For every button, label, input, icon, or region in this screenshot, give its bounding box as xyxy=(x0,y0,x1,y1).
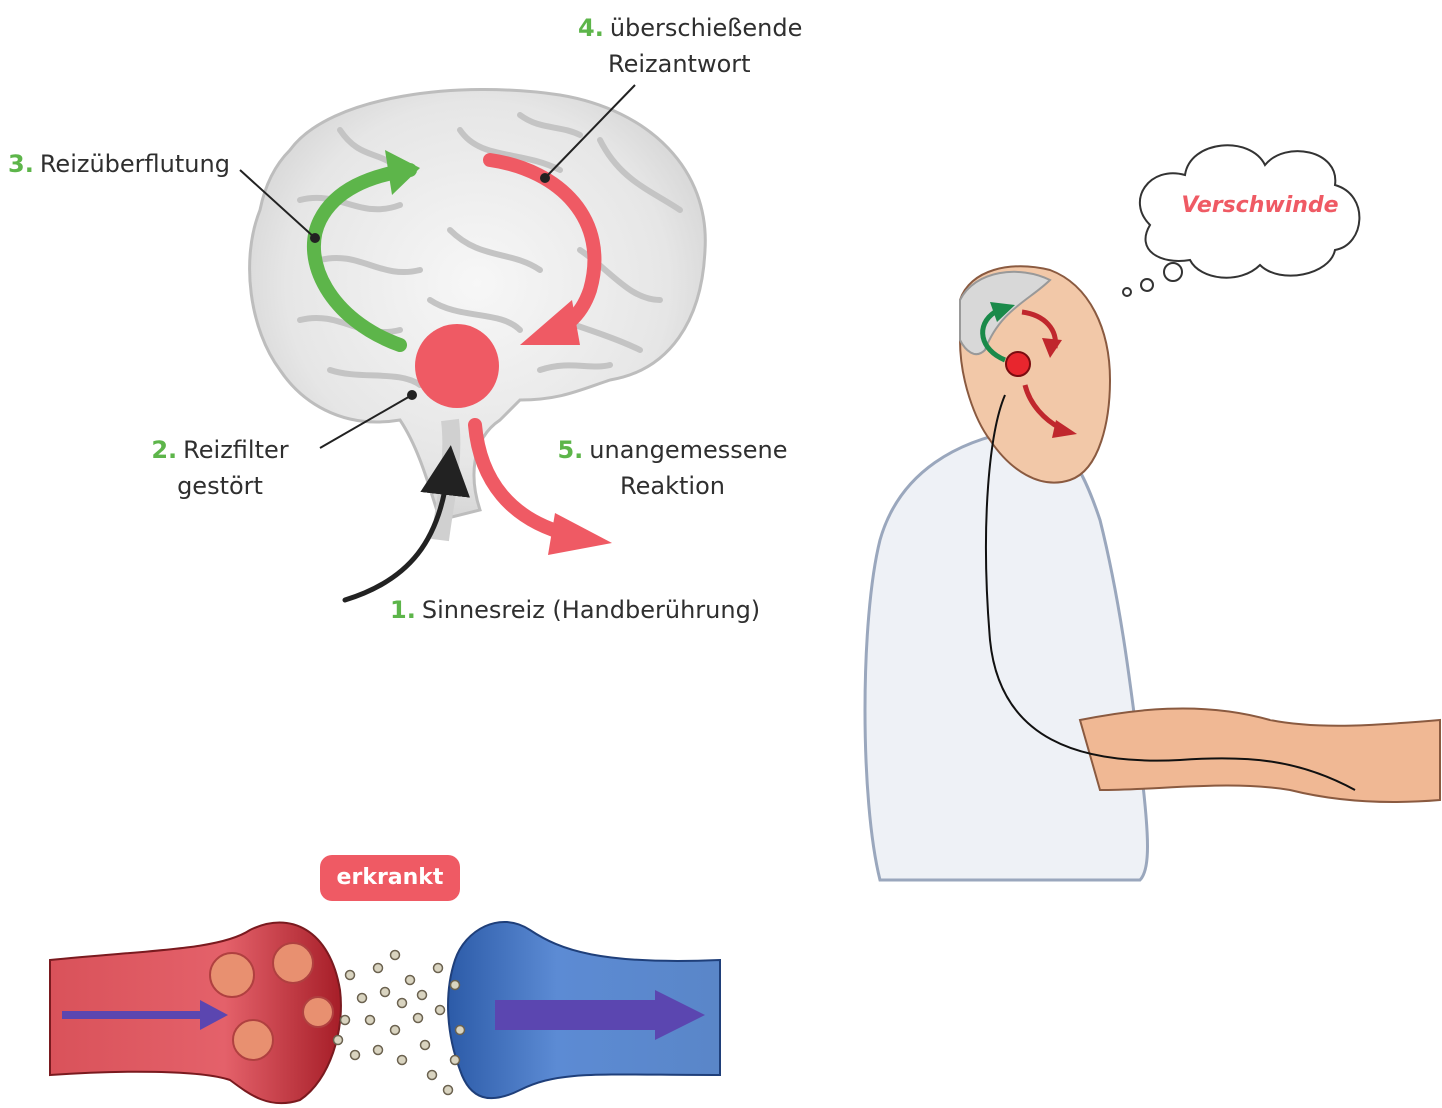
step-2-line1: Reizfilter xyxy=(183,436,288,464)
head-filter-circle xyxy=(1006,352,1030,376)
label-step-2: 2.Reizfilter gestört xyxy=(140,432,300,504)
label-step-3: 3.Reizüberflutung xyxy=(8,146,230,182)
man-illustration xyxy=(865,266,1440,880)
step-5-line2: Reaktion xyxy=(555,468,790,504)
neurotransmitter-particles xyxy=(334,951,465,1095)
label-step-1: 1.Sinnesreiz (Handberührung) xyxy=(390,592,760,628)
thought-bubble-text: Verschwinde xyxy=(1160,193,1360,218)
label-step-5: 5.unangemessene Reaktion xyxy=(555,432,790,504)
stimulus-filter-circle xyxy=(415,324,499,408)
step-2-line2: gestört xyxy=(140,468,300,504)
step-5-line1: unangemessene xyxy=(589,436,787,464)
step-4-number: 4. xyxy=(578,14,604,42)
step-1-text: Sinnesreiz (Handberührung) xyxy=(422,596,760,624)
thought-bubble xyxy=(1123,145,1359,296)
label-step-4: 4.überschießende Reizantwort xyxy=(578,10,802,82)
step-3-text: Reizüberflutung xyxy=(40,150,230,178)
step-4-line1: überschießende xyxy=(610,14,803,42)
step-1-number: 1. xyxy=(390,596,416,624)
step-3-number: 3. xyxy=(8,150,34,178)
red-arrowhead-5 xyxy=(548,513,612,555)
step-2-number: 2. xyxy=(151,436,177,464)
step-5-number: 5. xyxy=(557,436,583,464)
status-badge: erkrankt xyxy=(320,855,460,901)
step-4-line2: Reizantwort xyxy=(578,46,802,82)
